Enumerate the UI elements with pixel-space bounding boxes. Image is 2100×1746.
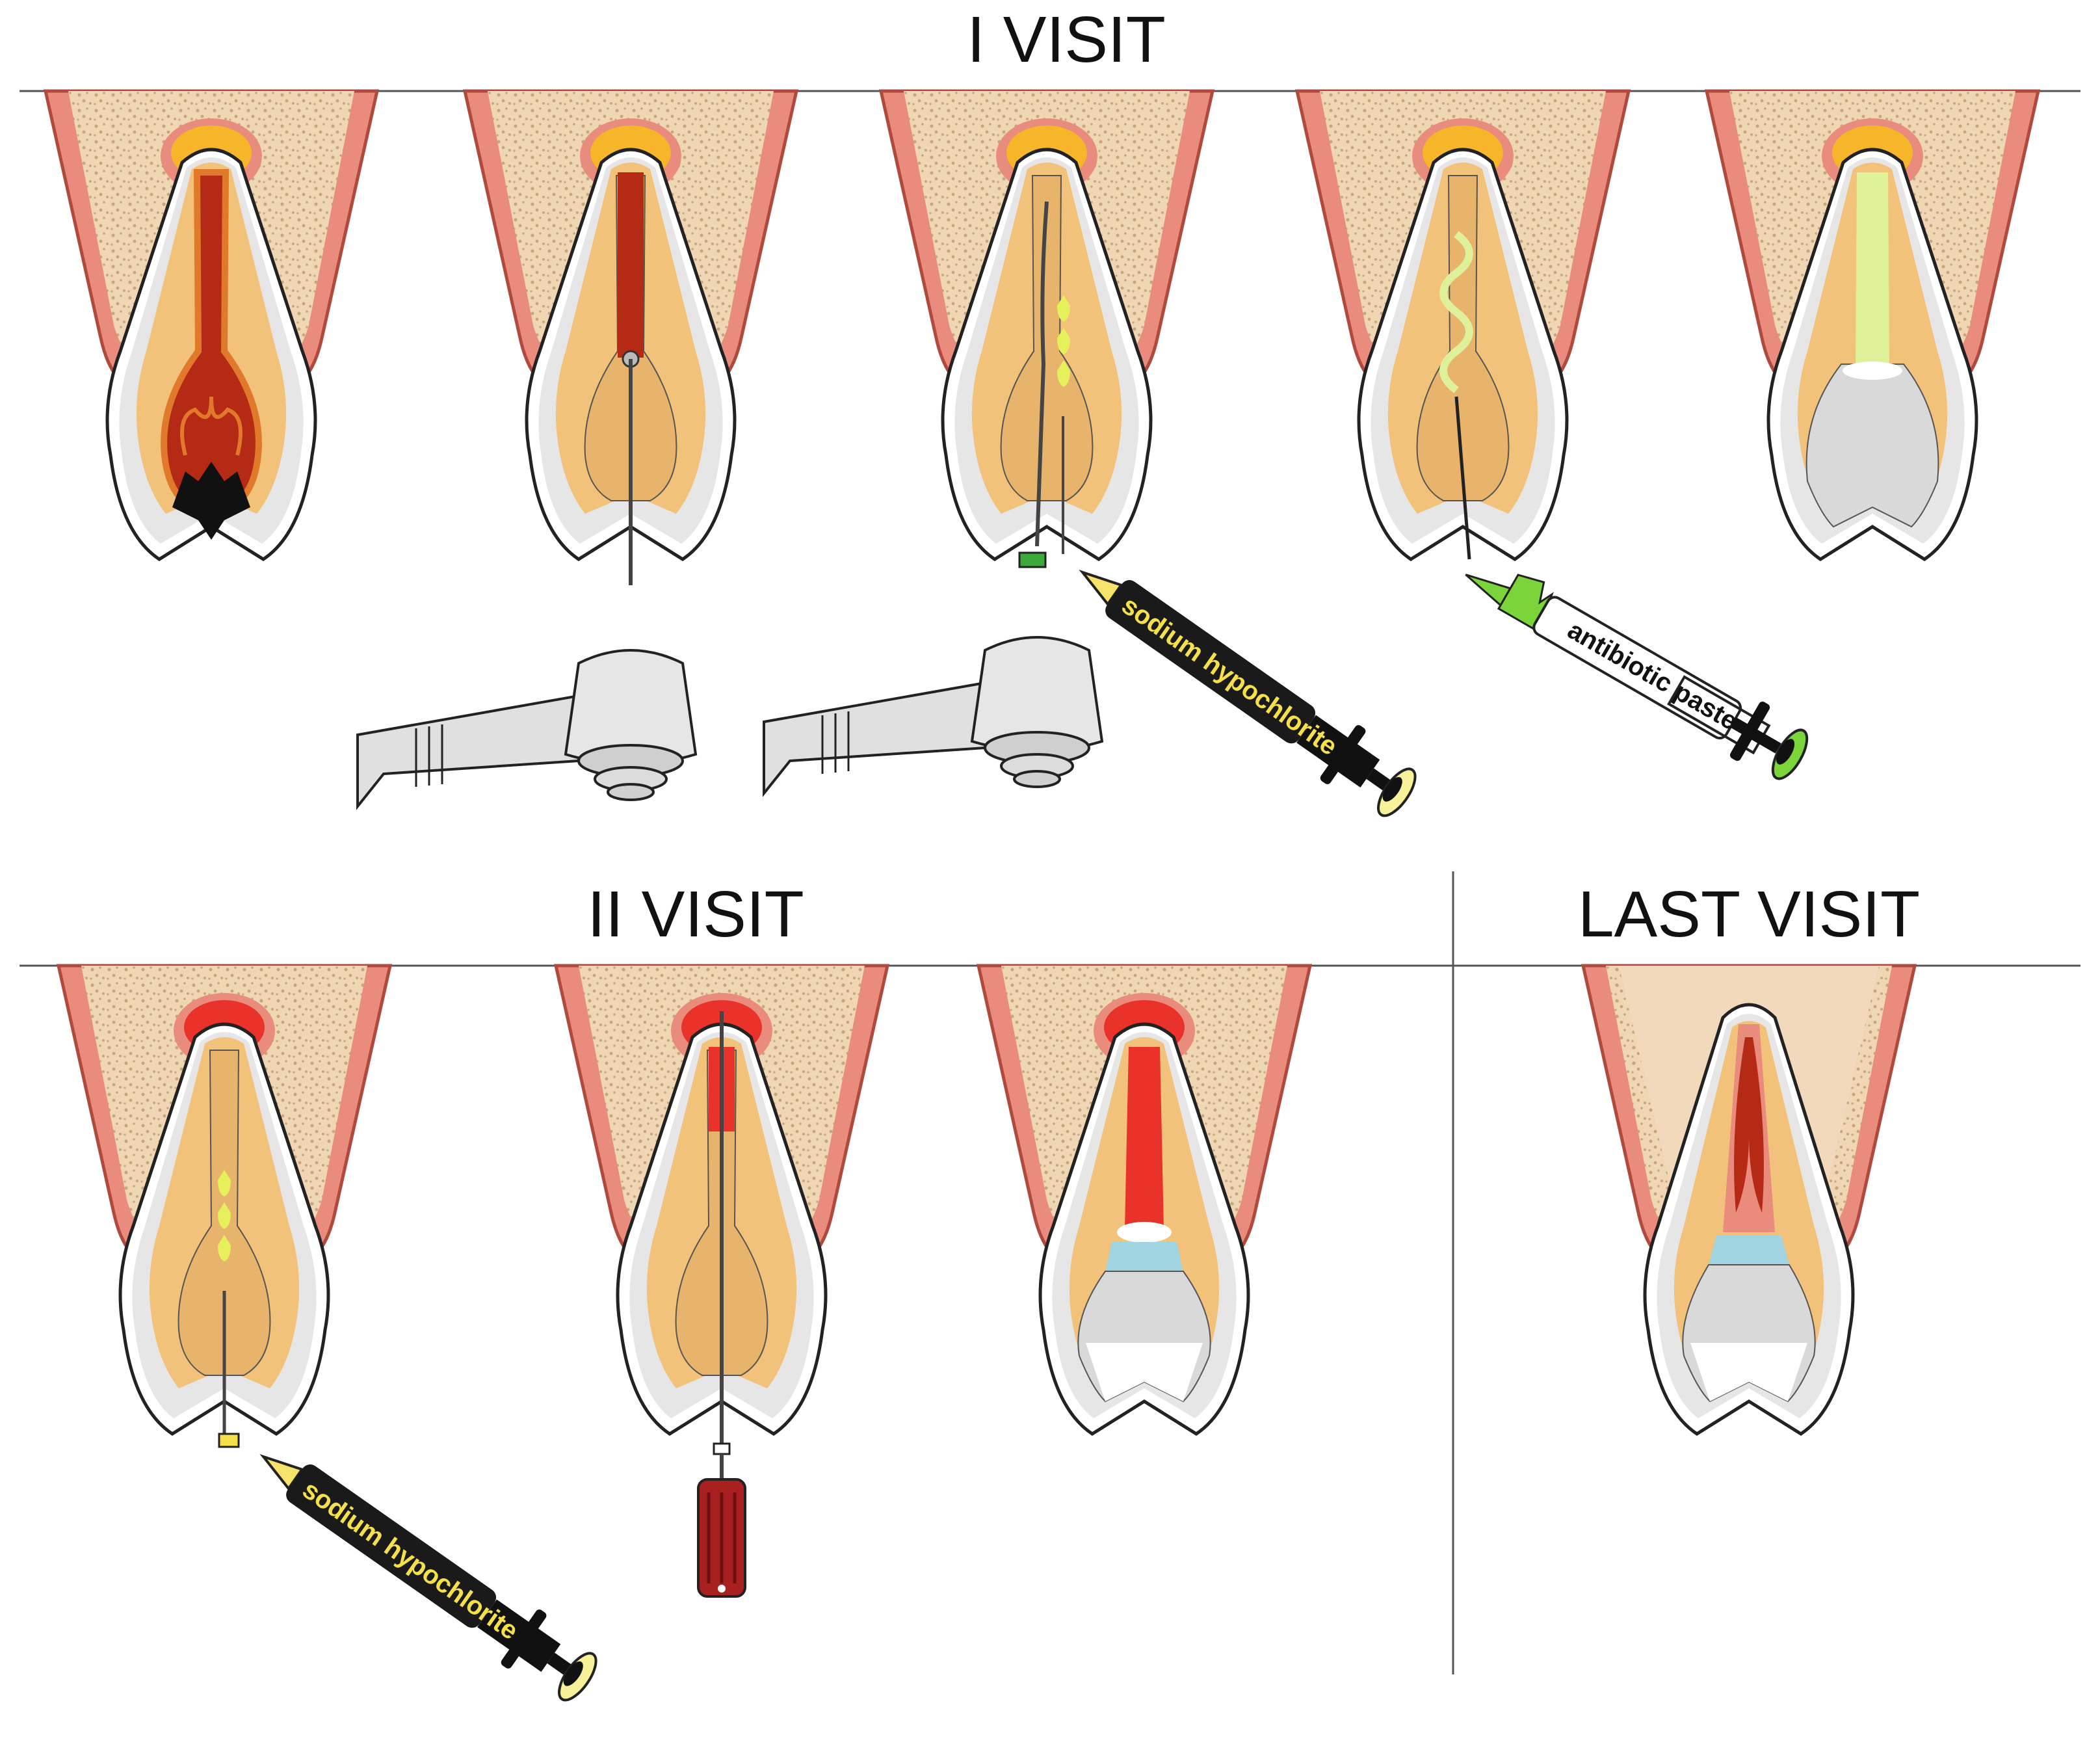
handpiece-2 xyxy=(763,636,1103,795)
syringe-label: sodium hypochlorite xyxy=(297,1475,523,1646)
endodontic-file xyxy=(1035,201,1049,547)
heading-first-visit: I VISIT xyxy=(967,3,1166,76)
paste-needle xyxy=(1454,396,1471,560)
temporary-filling xyxy=(1805,364,1939,528)
tooth-induced-bleeding xyxy=(556,966,887,1598)
syringe-label: antibiotic paste xyxy=(1563,616,1742,736)
paste-syringe: antibiotic paste xyxy=(1451,539,1818,790)
antibiotic-paste-in-canal xyxy=(1439,231,1473,393)
handpiece-1 xyxy=(356,649,697,808)
file-stopper xyxy=(1018,551,1047,568)
heading-second-visit: II VISIT xyxy=(587,878,804,951)
irrigant-drop xyxy=(218,1202,231,1229)
irrigant-drop xyxy=(1057,295,1070,322)
pulp-horns xyxy=(180,396,243,456)
tooth-infected-pulp xyxy=(46,91,377,559)
irrigation-syringe-2: sodium hypochlorite xyxy=(243,1427,608,1713)
tooth-temporary-seal xyxy=(1707,91,2038,559)
irrigant-drop xyxy=(218,1235,231,1262)
caries-lesion xyxy=(172,462,250,540)
paste-filled-canal xyxy=(1856,172,1889,364)
collagen-barrier xyxy=(1117,1222,1172,1243)
tooth-regenerated-pulp xyxy=(1583,966,1915,1436)
tooth-access-opening xyxy=(356,91,796,808)
irrigant-drop xyxy=(1057,360,1070,387)
mta-layer xyxy=(1105,1242,1183,1271)
irrigant-drop xyxy=(218,1170,231,1197)
heading-last-visit: LAST VISIT xyxy=(1578,878,1920,951)
mta-layer xyxy=(1709,1236,1789,1265)
irrigation-syringe-1: sodium hypochlorite xyxy=(1062,543,1427,828)
irrigant-drop xyxy=(1057,328,1070,354)
tooth-blood-clot-sealed xyxy=(978,966,1310,1434)
file-handle xyxy=(697,1478,746,1598)
syringe-label: sodium hypochlorite xyxy=(1116,591,1342,761)
tooth-irrigation-second-visit: sodium hypochlorite xyxy=(59,966,608,1713)
blood-clot xyxy=(1125,1047,1164,1229)
residual-pulp xyxy=(618,172,644,358)
